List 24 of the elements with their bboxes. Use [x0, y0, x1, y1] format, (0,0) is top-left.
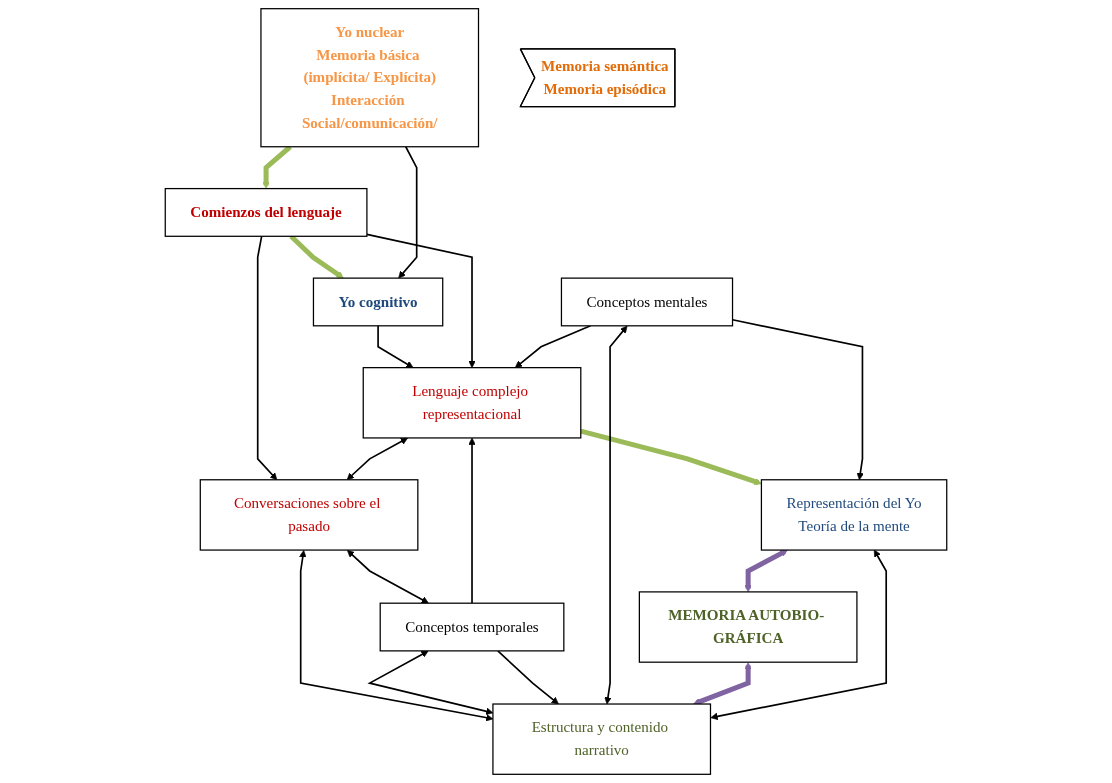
node-box: Conversaciones sobre el pasado [199, 479, 419, 551]
arrow [710, 549, 888, 720]
arrow [377, 325, 414, 368]
node-box: Representación del Yo Teoría de la mente [760, 479, 948, 551]
arrow [398, 145, 418, 279]
node-box: Conceptos mentales [560, 277, 734, 327]
arrow [256, 235, 278, 481]
node-box: Lenguaje complejo representacional [362, 367, 582, 439]
node-box: Conceptos temporales [379, 602, 565, 652]
node-box: Comienzos del lenguaje [164, 187, 368, 237]
node-box: Estructura y contenido narrativo [492, 703, 712, 775]
arrow [744, 549, 788, 593]
arrow [347, 549, 429, 604]
node-box: Yo cognitivo [312, 277, 444, 327]
arrow [468, 437, 476, 605]
arrow [346, 437, 408, 481]
arrow [693, 662, 752, 706]
arrow [366, 233, 476, 368]
arrow [497, 650, 559, 705]
arrow [604, 325, 628, 705]
arrow [580, 428, 762, 486]
node-box: MEMORIA AUTOBIO- GRÁFICA [638, 591, 858, 663]
arrow [514, 325, 592, 368]
node-box: Yo nuclear Memoria básica (implícita/ Explícita) Interacción Social/comunicación/ [260, 8, 480, 148]
